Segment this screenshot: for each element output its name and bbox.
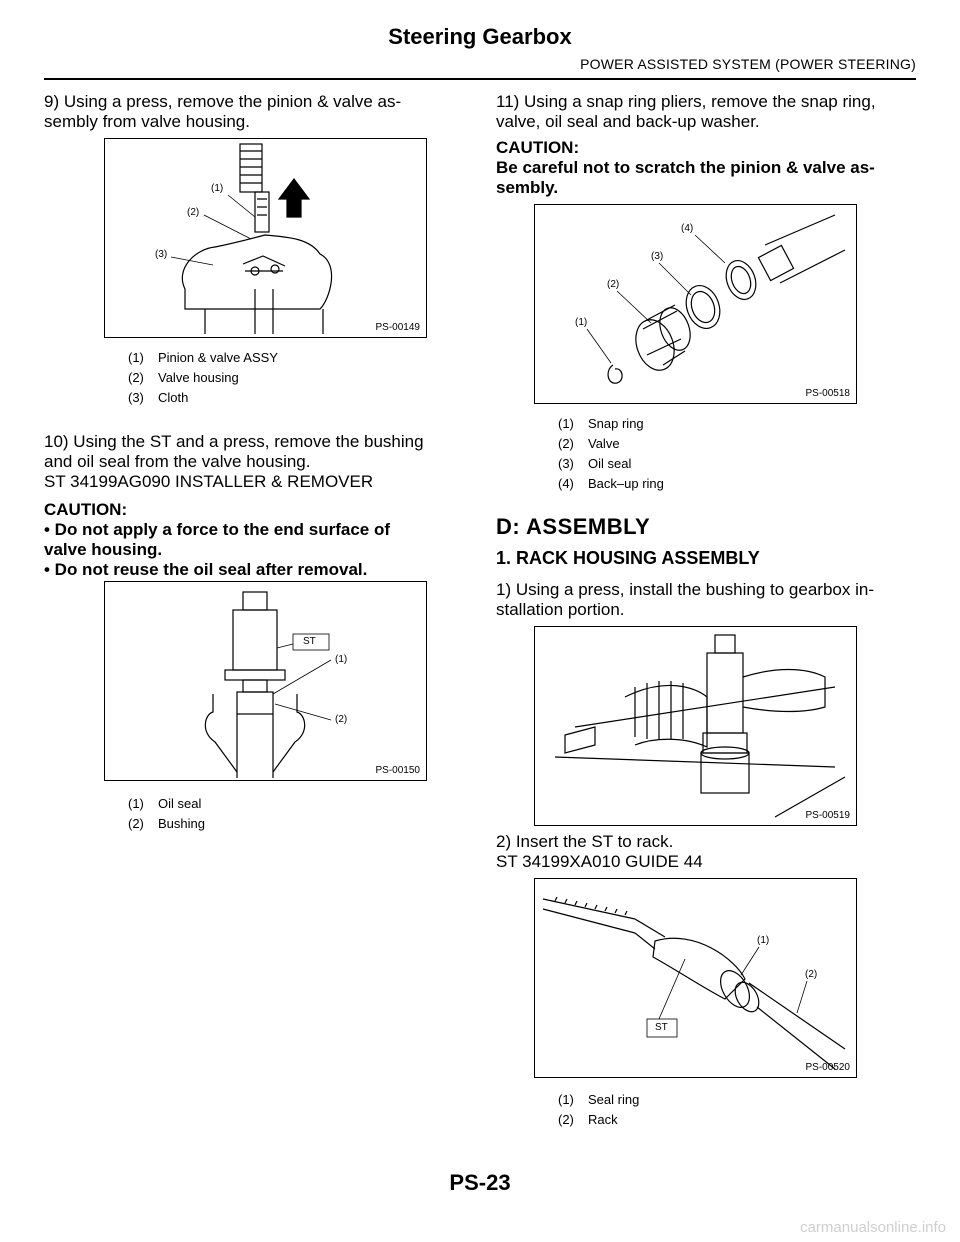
legend-item: (2)Valve housing	[128, 370, 239, 385]
step-1: 1) Using a press, install the bushing to…	[496, 580, 916, 620]
step-9-line: sembly from valve housing.	[44, 112, 250, 131]
callout-4: (4)	[681, 223, 694, 234]
bushing-install-illustration	[554, 634, 846, 818]
section-subtitle: POWER ASSISTED SYSTEM (POWER STEERING)	[580, 56, 916, 72]
step-10-line: ST 34199AG090 INSTALLER & REMOVER	[44, 472, 374, 491]
figure-1-legend: (1)Pinion & valve ASSY (2)Valve housing …	[128, 348, 278, 408]
callout-2: (2)	[335, 714, 348, 725]
caution-line: valve housing.	[44, 540, 163, 559]
callout-st: ST	[303, 636, 316, 647]
watermark: carmanualsonline.info	[800, 1219, 946, 1236]
callout-1: (1)	[211, 183, 224, 194]
step-2-line: 2) Insert the ST to rack.	[496, 832, 674, 851]
step-11: 11) Using a snap ring pliers, remove the…	[496, 92, 916, 132]
figure-ps-00150: ST (1) (2) PS-00150	[104, 581, 427, 781]
pinion-removal-illustration	[170, 143, 333, 334]
legend-item: (1)Pinion & valve ASSY	[128, 350, 278, 365]
legend-item: (2)Bushing	[128, 816, 205, 831]
page-title: Steering Gearbox	[388, 24, 572, 49]
figure-3-legend: (1)Snap ring (2)Valve (3)Oil seal (4)Bac…	[558, 414, 664, 494]
step-10-line: 10) Using the ST and a press, remove the…	[44, 432, 424, 451]
figure-ps-00149: (1) (2) (3) PS-00149	[104, 138, 427, 338]
legend-item: (1)Seal ring	[558, 1092, 640, 1107]
legend-item: (2)Valve	[558, 436, 620, 451]
caution-line: • Do not reuse the oil seal after remova…	[44, 560, 368, 579]
section-heading-d: D: ASSEMBLY	[496, 514, 651, 539]
step-10: 10) Using the ST and a press, remove the…	[44, 432, 464, 492]
step-9-line: 9) Using a press, remove the pinion & va…	[44, 92, 402, 111]
caution-left: CAUTION: • Do not apply a force to the e…	[44, 500, 464, 580]
caution-title: CAUTION:	[44, 500, 128, 519]
figure-id: PS-00520	[805, 1062, 850, 1073]
page-number: PS-23	[449, 1170, 511, 1195]
callout-1: (1)	[335, 654, 348, 665]
caution-right: CAUTION: Be careful not to scratch the p…	[496, 138, 916, 198]
callout-1: (1)	[575, 317, 588, 328]
figure-5-legend: (1)Seal ring (2)Rack	[558, 1090, 639, 1130]
callout-2: (2)	[187, 207, 200, 218]
st-insert-illustration	[542, 896, 846, 1070]
step-2-line: ST 34199XA010 GUIDE 44	[496, 852, 703, 871]
figure-ps-00518: (4) (3) (2) (1) PS-00518	[534, 204, 857, 404]
step-1-line: stallation portion.	[496, 600, 625, 619]
figure-id: PS-00519	[805, 810, 850, 821]
callout-2: (2)	[607, 279, 620, 290]
step-2: 2) Insert the ST to rack. ST 34199XA010 …	[496, 832, 916, 872]
figure-2-legend: (1)Oil seal (2)Bushing	[128, 794, 205, 834]
legend-item: (1)Snap ring	[558, 416, 644, 431]
figure-ps-00519: PS-00519	[534, 626, 857, 826]
callout-1: (1)	[757, 935, 770, 946]
callout-st: ST	[655, 1022, 668, 1033]
caution-line: • Do not apply a force to the end surfac…	[44, 520, 390, 539]
bushing-removal-illustration	[204, 591, 332, 778]
step-11-line: 11) Using a snap ring pliers, remove the…	[496, 92, 876, 111]
callout-2: (2)	[805, 969, 818, 980]
figure-id: PS-00518	[805, 388, 850, 399]
caution-line: sembly.	[496, 178, 559, 197]
legend-item: (1)Oil seal	[128, 796, 202, 811]
callout-3: (3)	[155, 249, 168, 260]
header-rule	[44, 78, 916, 80]
step-11-line: valve, oil seal and back-up washer.	[496, 112, 760, 131]
step-9: 9) Using a press, remove the pinion & va…	[44, 92, 464, 132]
step-10-line: and oil seal from the valve housing.	[44, 452, 311, 471]
callout-3: (3)	[651, 251, 664, 262]
snap-ring-removal-illustration	[586, 214, 846, 384]
subsection-heading-1: 1. RACK HOUSING ASSEMBLY	[496, 548, 760, 568]
legend-item: (3)Cloth	[128, 390, 189, 405]
legend-item: (2)Rack	[558, 1112, 618, 1127]
step-1-line: 1) Using a press, install the bushing to…	[496, 580, 874, 599]
caution-title: CAUTION:	[496, 138, 580, 157]
legend-item: (4)Back–up ring	[558, 476, 664, 491]
figure-id: PS-00150	[375, 765, 420, 776]
figure-ps-00520: (1) (2) ST PS-00520	[534, 878, 857, 1078]
figure-id: PS-00149	[375, 322, 420, 333]
caution-line: Be careful not to scratch the pinion & v…	[496, 158, 875, 177]
legend-item: (3)Oil seal	[558, 456, 632, 471]
